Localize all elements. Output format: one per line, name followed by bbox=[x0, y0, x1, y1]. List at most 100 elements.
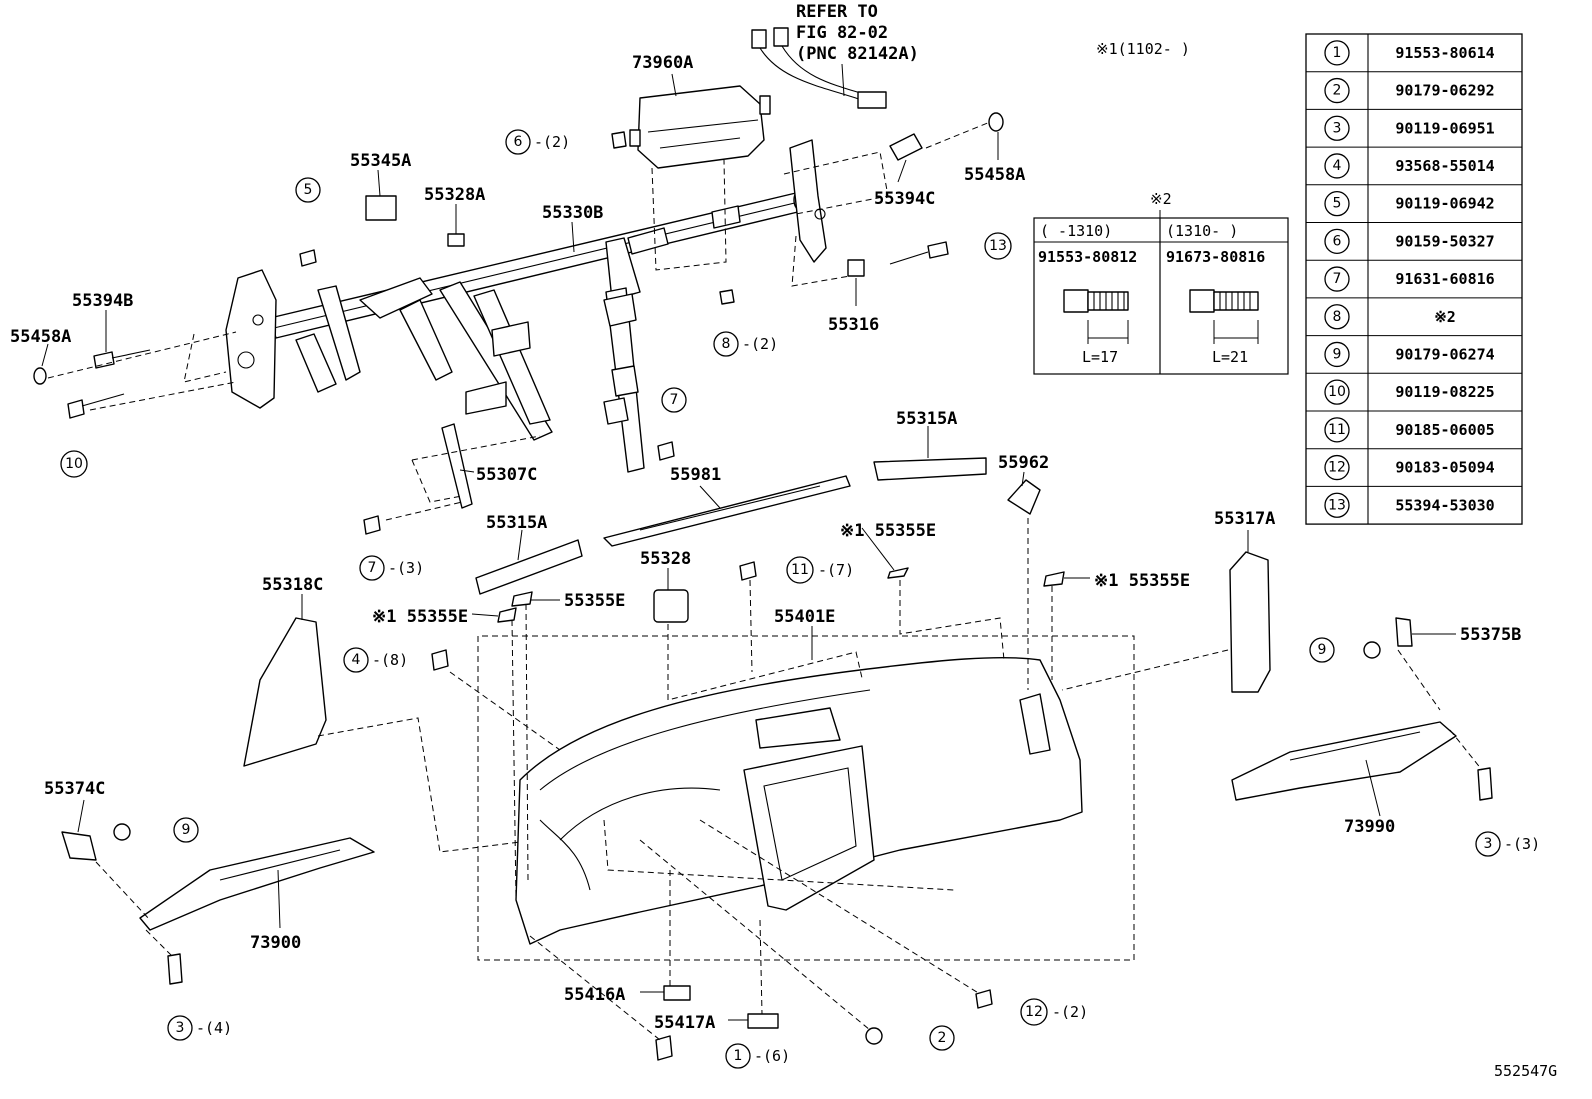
label-55355E-right: ※1 55355E bbox=[1094, 571, 1190, 591]
label-55316: 55316 bbox=[828, 315, 879, 335]
qty-6: -(2) bbox=[534, 133, 570, 151]
legend-part-number: 91553-80614 bbox=[1395, 44, 1494, 62]
label-55394B: 55394B bbox=[72, 291, 133, 311]
note2-marker: ※2 bbox=[1150, 190, 1172, 208]
label-55315A-right: 55315A bbox=[896, 409, 957, 429]
legend-number: 7 bbox=[1333, 271, 1342, 287]
legend-part-number: 90185-06005 bbox=[1395, 421, 1494, 439]
callout-13: 13 bbox=[984, 232, 1012, 260]
svg-text:5: 5 bbox=[304, 182, 313, 198]
svg-text:7: 7 bbox=[670, 392, 679, 408]
svg-text:3: 3 bbox=[1484, 836, 1493, 852]
legend-part-number: 93568-55014 bbox=[1395, 157, 1494, 175]
qty-4: -(8) bbox=[372, 651, 408, 669]
label-55458A-left: 55458A bbox=[10, 327, 71, 347]
label-55328: 55328 bbox=[640, 549, 691, 569]
callout-6: 6 bbox=[505, 129, 531, 155]
svg-text:9: 9 bbox=[1318, 642, 1327, 658]
legend-number-circle bbox=[1324, 341, 1350, 368]
legend-row: 4 93568-55014 bbox=[1324, 153, 1495, 179]
pad-strip-left bbox=[475, 539, 583, 595]
legend-row: 8※2 bbox=[1324, 304, 1456, 330]
instrument-panel-pad bbox=[515, 656, 1083, 945]
legend-part-number: 55394-53030 bbox=[1395, 496, 1494, 514]
legend-number: 4 bbox=[1333, 158, 1342, 174]
svg-text:4: 4 bbox=[352, 652, 361, 668]
clip-55355E-c bbox=[887, 567, 909, 579]
right-hinge-bracket bbox=[1395, 617, 1413, 647]
svg-text:11: 11 bbox=[791, 562, 809, 578]
label-55981: 55981 bbox=[670, 465, 721, 485]
label-55374C: 55374C bbox=[44, 779, 105, 799]
note1-range: ※1(1102- ) bbox=[1096, 40, 1190, 58]
clip-55355E-m bbox=[511, 591, 533, 607]
callout-10: 10 bbox=[60, 450, 88, 478]
note2-bolt-box: ※2 ( -1310) (1310- ) 91553-80812 91673-8… bbox=[1033, 190, 1289, 375]
qty-7b: -(3) bbox=[388, 559, 424, 577]
legend-number: 6 bbox=[1333, 233, 1342, 249]
callout-2: 2 bbox=[929, 1025, 955, 1051]
nut-55316 bbox=[847, 259, 865, 277]
legend-number: 8 bbox=[1333, 309, 1342, 325]
assembly-lines bbox=[47, 121, 1483, 1041]
svg-text:3: 3 bbox=[176, 1020, 185, 1036]
clip-55345A bbox=[365, 195, 397, 221]
callout-7b: 7 bbox=[359, 555, 385, 581]
legend-part-number: 90119-08225 bbox=[1395, 383, 1494, 401]
svg-text:8: 8 bbox=[722, 336, 731, 352]
clip-55355E-r bbox=[1043, 571, 1065, 587]
label-55394C: 55394C bbox=[874, 189, 935, 209]
label-55355E-middle: 55355E bbox=[564, 591, 625, 611]
right-lower-cover bbox=[1231, 721, 1457, 801]
legend-number: 3 bbox=[1333, 120, 1342, 136]
label-73990: 73990 bbox=[1344, 817, 1395, 837]
legend-number: 11 bbox=[1328, 422, 1346, 438]
label-55401E: 55401E bbox=[774, 607, 835, 627]
legend-number: 12 bbox=[1328, 460, 1346, 476]
note2-col1-part: 91553-80812 bbox=[1038, 248, 1137, 266]
legend-number-circle bbox=[1324, 40, 1350, 66]
defroster-nozzle bbox=[603, 475, 851, 547]
legend-row: 11 90185-06005 bbox=[1324, 417, 1495, 443]
legend-number-circle bbox=[1324, 379, 1350, 405]
callout-12: 12 bbox=[1020, 998, 1048, 1026]
label-55317A: 55317A bbox=[1214, 509, 1275, 529]
label-73960A: 73960A bbox=[632, 53, 693, 73]
label-55417A: 55417A bbox=[654, 1013, 715, 1033]
pad-strip-right bbox=[873, 457, 987, 481]
clip-55416A bbox=[663, 985, 691, 1001]
label-55307C: 55307C bbox=[476, 465, 537, 485]
clip-55355E-l bbox=[497, 607, 517, 623]
label-55315A-left: 55315A bbox=[486, 513, 547, 533]
left-hinge-bracket bbox=[61, 831, 97, 861]
legend-row: 12 90183-05094 bbox=[1324, 454, 1495, 481]
legend-number-circle bbox=[1324, 115, 1350, 141]
wire-harness bbox=[751, 27, 887, 109]
label-55345A: 55345A bbox=[350, 151, 411, 171]
callout-9-left: 9 bbox=[173, 817, 199, 843]
legend-part-number: 90179-06292 bbox=[1395, 82, 1494, 100]
legend-number-circle bbox=[1324, 417, 1350, 443]
qty-3-right: -(3) bbox=[1504, 835, 1540, 853]
svg-text:9: 9 bbox=[182, 822, 191, 838]
speaker-grille bbox=[1007, 479, 1041, 515]
legend-part-number: 91631-60816 bbox=[1395, 270, 1494, 288]
callout-1: 1 bbox=[725, 1043, 751, 1069]
label-73900: 73900 bbox=[250, 933, 301, 953]
callout-8: 8 bbox=[713, 331, 739, 357]
right-side-panel bbox=[1229, 551, 1271, 693]
callout-4: 4 bbox=[343, 647, 369, 673]
clip-55328A bbox=[447, 233, 465, 247]
callout-5: 5 bbox=[295, 177, 321, 203]
legend-part-number: 90183-05094 bbox=[1395, 459, 1494, 477]
